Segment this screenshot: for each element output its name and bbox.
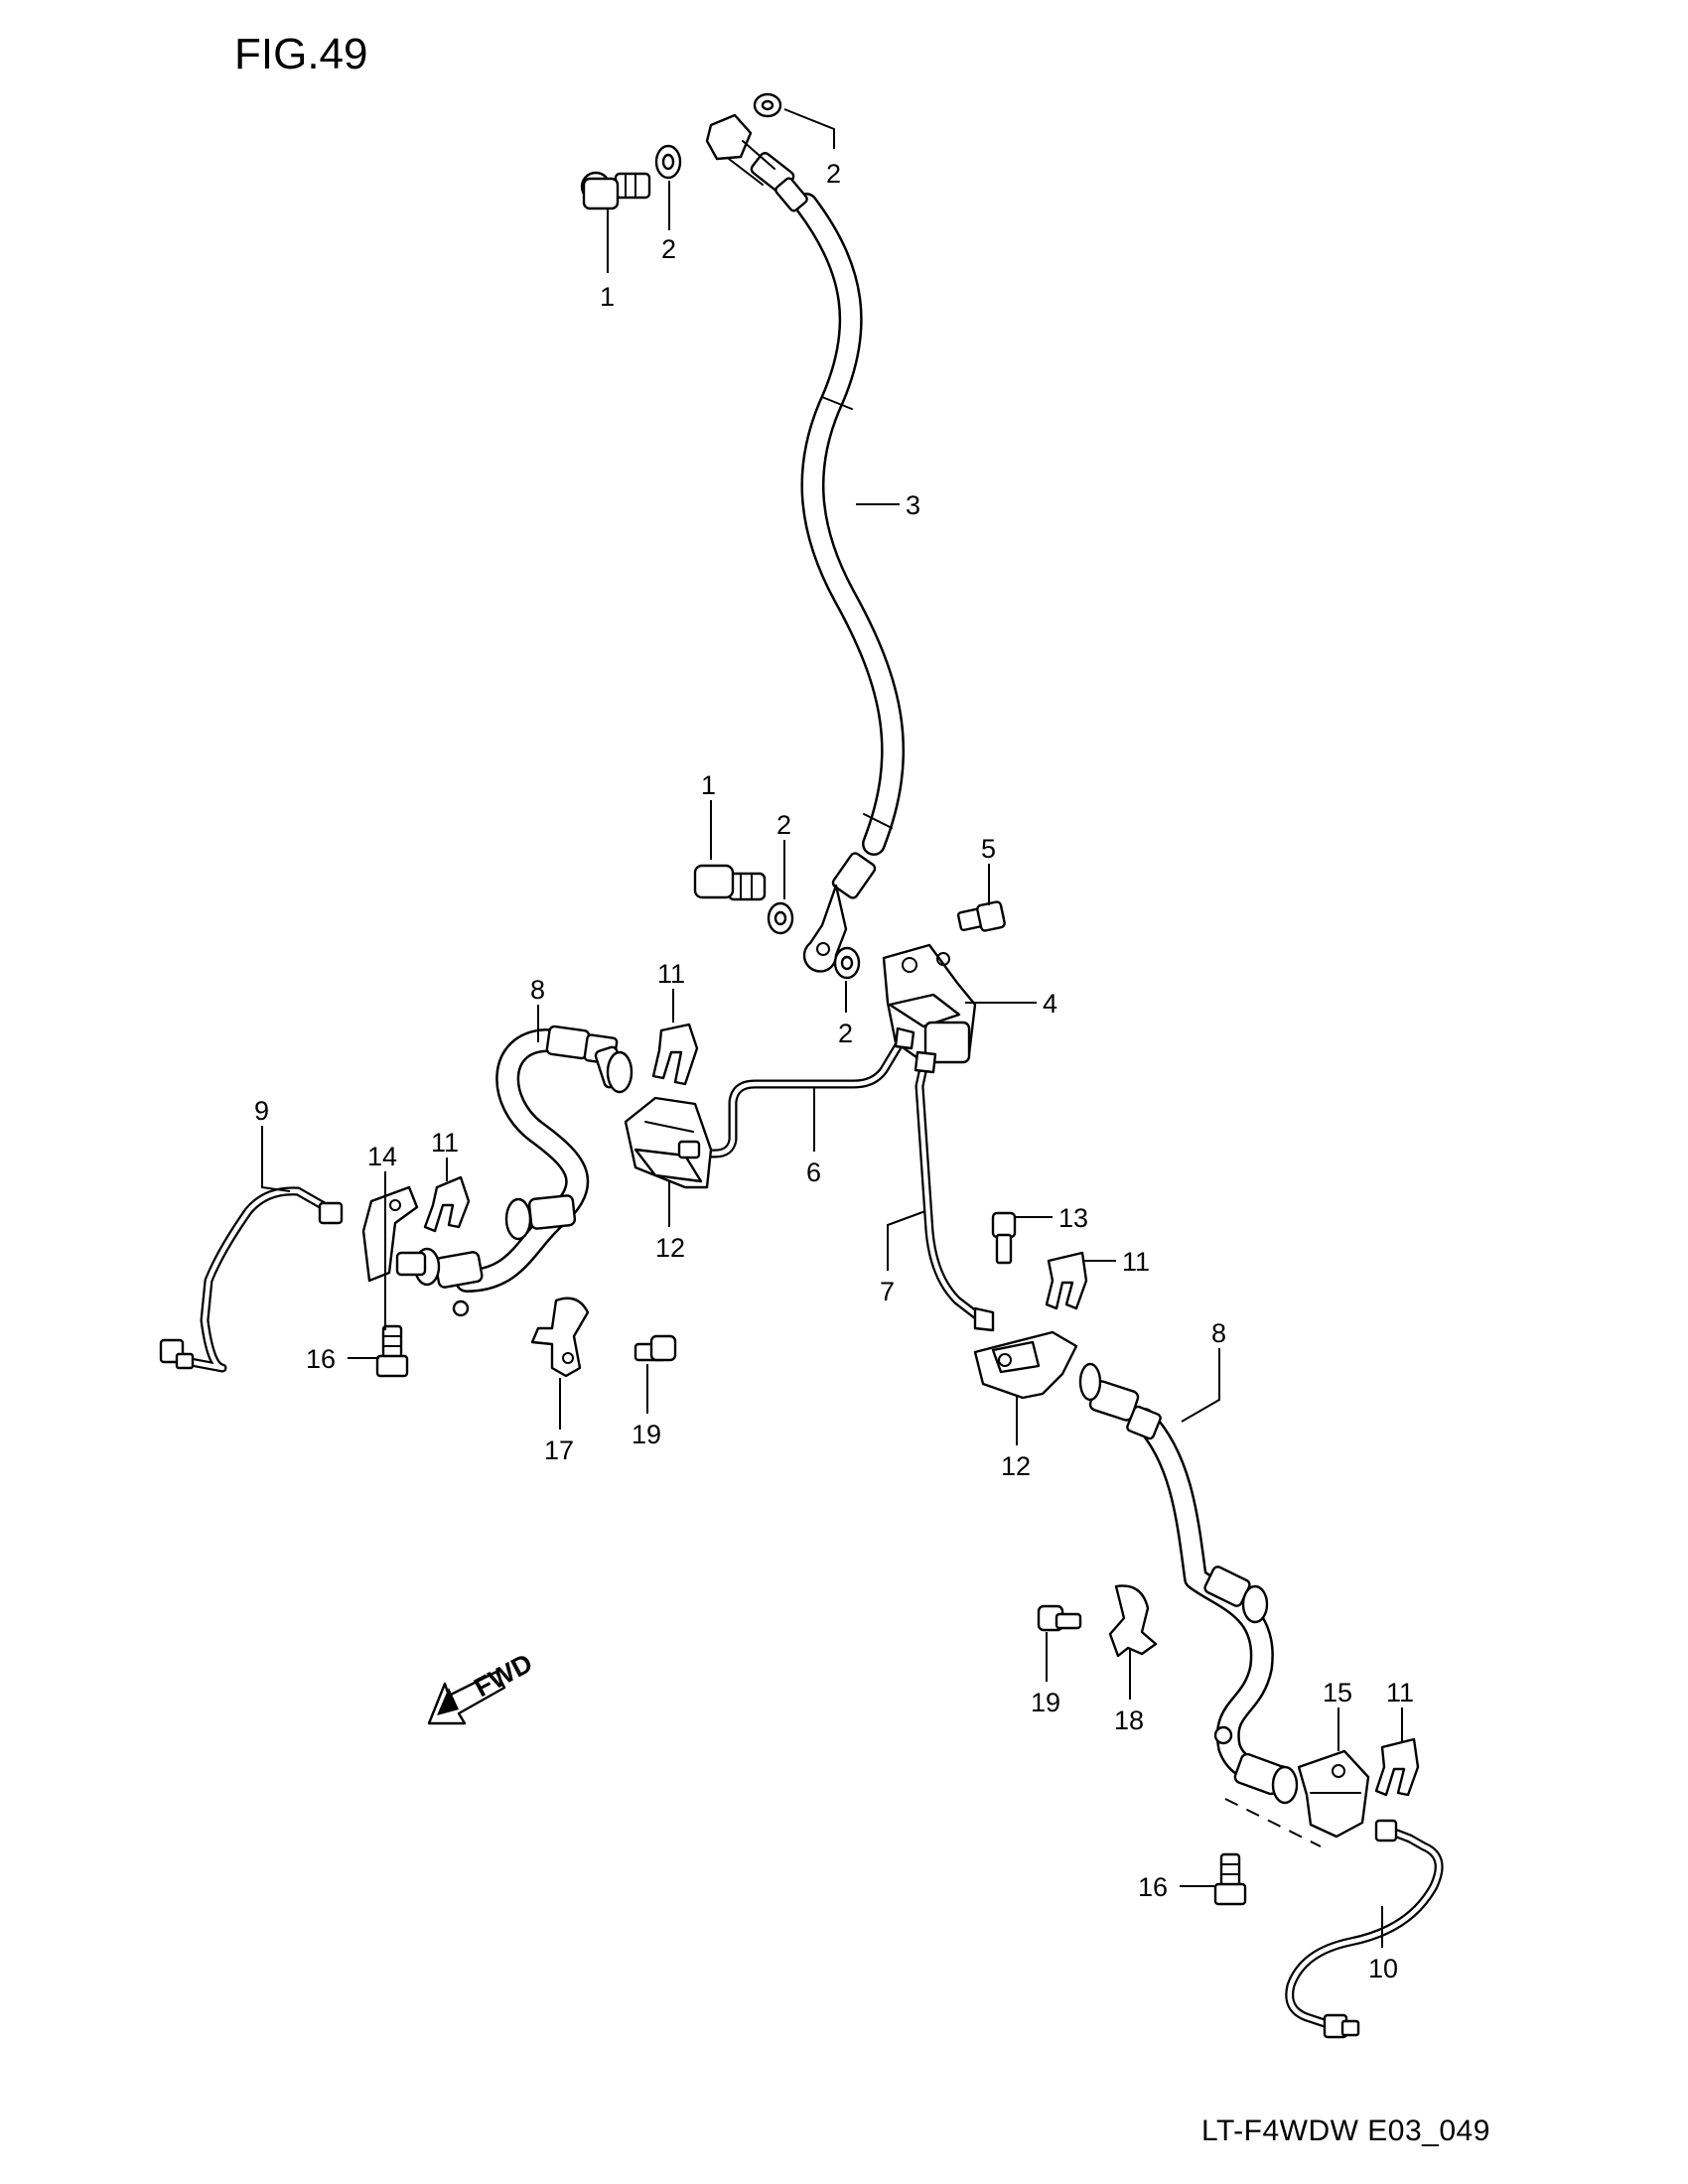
part-3-front-brake-hose: [705, 113, 906, 973]
callout-8: 8: [1211, 1318, 1226, 1348]
part-16-bolt-right: [1213, 1852, 1247, 1906]
part-19-bolt-left: [633, 1334, 677, 1362]
callout-4: 4: [1043, 989, 1057, 1019]
fwd-label: FWD: [470, 1648, 537, 1703]
callout-12: 12: [655, 1233, 685, 1263]
part-11-clip-a: [651, 1023, 699, 1086]
callout-5: 5: [981, 834, 996, 864]
part-18-clamp: [1108, 1584, 1158, 1658]
callout-2: 2: [661, 234, 676, 264]
callout-1: 1: [701, 770, 716, 800]
part-8-brake-hose-left: [395, 1024, 633, 1317]
part-16-bolt-left: [375, 1324, 409, 1378]
callout-numbers: 1 2 2 3 1 2 5 2 4 8 11 9 14 11 6 12 16 1…: [254, 159, 1414, 1983]
leader-lines: [261, 108, 1403, 1948]
callout-7: 7: [880, 1277, 895, 1306]
part-11-clip-b: [423, 1175, 471, 1233]
forward-direction-arrow: FWD: [427, 1648, 537, 1725]
callout-10: 10: [1368, 1954, 1398, 1983]
part-5-bolt: [956, 900, 1006, 932]
part-13-bolt: [991, 1211, 1017, 1265]
callout-17: 17: [544, 1435, 574, 1465]
part-8-brake-hose-right: [1078, 1362, 1299, 1805]
callout-12: 12: [1001, 1451, 1031, 1481]
callout-1: 1: [600, 282, 615, 312]
callout-11: 11: [1386, 1678, 1414, 1707]
part-2-gasket-washer-lower-a: [767, 901, 794, 935]
callout-13: 13: [1058, 1203, 1088, 1233]
callout-19: 19: [1031, 1688, 1060, 1717]
part-9-brake-pipe: [159, 1186, 344, 1373]
callout-2: 2: [838, 1019, 853, 1048]
part-15-bracket: [1297, 1749, 1370, 1839]
callout-3: 3: [906, 490, 920, 520]
callout-16: 16: [306, 1344, 336, 1374]
part-12-bracket-left: [624, 1096, 713, 1189]
callout-14: 14: [367, 1142, 397, 1171]
part-10-brake-pipe: [1285, 1819, 1444, 2039]
figure-title: FIG.49: [234, 30, 368, 78]
callout-6: 6: [806, 1158, 821, 1187]
part-2-gasket-washer-upper-a: [654, 144, 682, 180]
part-12-bracket-right: [973, 1330, 1078, 1400]
part-6-brake-pipe: [690, 1026, 915, 1159]
callout-15: 15: [1323, 1678, 1352, 1707]
part-2-gasket-washer-upper-b: [753, 92, 782, 118]
part-14-bracket: [361, 1185, 419, 1283]
callout-18: 18: [1114, 1706, 1144, 1735]
callout-11: 11: [1122, 1247, 1150, 1277]
callout-16: 16: [1138, 1872, 1168, 1902]
callout-8: 8: [530, 975, 545, 1005]
part-1-union-bolt-lower: [693, 864, 767, 901]
callout-19: 19: [632, 1420, 661, 1449]
part-17-clamp: [530, 1297, 590, 1378]
callout-2: 2: [776, 810, 791, 840]
figure-code: LT-F4WDW E03_049: [1201, 2115, 1490, 2147]
part-7-brake-pipe: [914, 1050, 995, 1332]
part-1-union-bolt-upper: [580, 171, 651, 210]
part-19-bolt-right: [1037, 1604, 1082, 1632]
callout-2: 2: [826, 159, 841, 189]
callout-9: 9: [254, 1096, 269, 1126]
part-2-gasket-washer-lower-b: [833, 946, 861, 980]
part-11-clip-d: [1374, 1737, 1420, 1797]
assembly-alignment-line: [1224, 1798, 1322, 1847]
callout-11: 11: [657, 959, 685, 989]
part-11-clip-c: [1045, 1251, 1088, 1310]
callout-11: 11: [431, 1128, 459, 1158]
